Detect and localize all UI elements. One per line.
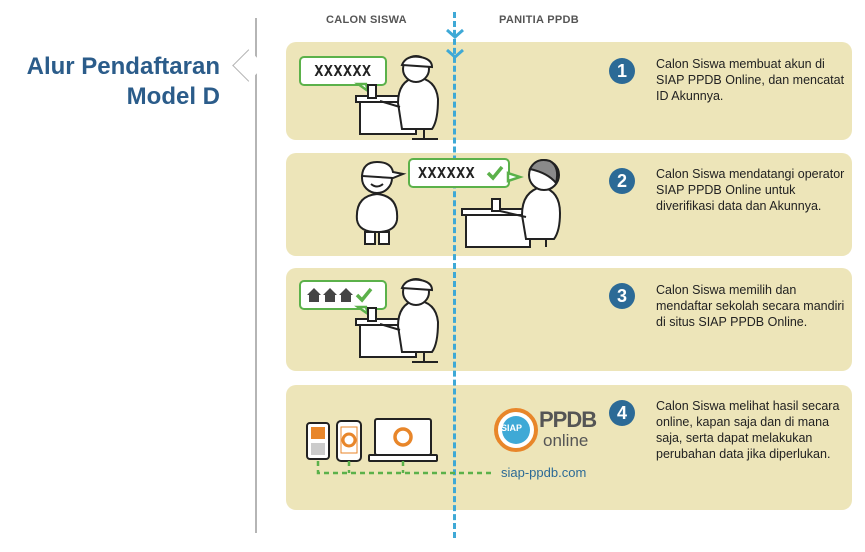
site-url: siap-ppdb.com — [501, 465, 587, 480]
dashed-separator — [453, 12, 456, 538]
schools-icon — [307, 287, 373, 303]
logo-brand: PPDB — [539, 407, 597, 432]
title-line-1: Alur Pendaftaran — [26, 53, 220, 80]
step-2-text: Calon Siswa mendatangi operator SIAP PPD… — [656, 167, 845, 213]
operator-at-desk-icon — [461, 159, 562, 248]
siap-badge-text: SIAP — [501, 423, 523, 433]
divider-chevron — [232, 49, 265, 82]
step-4-text: Calon Siswa melihat hasil secara online,… — [656, 399, 840, 461]
laptop-icon — [368, 418, 438, 462]
step-3-text: Calon Siswa memilih dan mendaftar sekola… — [656, 283, 845, 329]
step-3-number-badge: 3 — [609, 283, 635, 309]
divider-line — [255, 18, 257, 533]
column-header-calon-siswa: CALON SISWA — [326, 14, 407, 26]
smartphone-icon — [336, 420, 362, 462]
devices-icon — [306, 418, 495, 475]
step-1-number-badge: 1 — [609, 58, 635, 84]
step-1-text: Calon Siswa membuat akun di SIAP PPDB On… — [656, 57, 845, 103]
step-1-bubble: XXXXXX — [299, 56, 387, 86]
check-icon — [355, 287, 373, 303]
student-at-desk-icon — [354, 55, 440, 140]
logo-sub: online — [543, 431, 589, 450]
step-4-number-badge: 4 — [609, 400, 635, 426]
student-standing-icon — [355, 160, 407, 245]
check-icon — [486, 165, 504, 181]
step-1-bubble-text: XXXXXX — [314, 62, 372, 80]
student-at-desk-icon — [354, 278, 440, 363]
feature-phone-icon — [306, 422, 330, 460]
siap-ppdb-online-logo: SIAP PPDB online — [493, 405, 603, 460]
title-line-2: Model D — [126, 83, 220, 110]
column-header-panitia-ppdb: PANITIA PPDB — [499, 14, 579, 26]
step-3-bubble — [299, 280, 387, 310]
step-2-bubble-text: XXXXXX — [418, 164, 476, 182]
chevron-down-icon — [446, 28, 464, 59]
step-2-number-badge: 2 — [609, 168, 635, 194]
siap-badge-icon — [494, 408, 538, 452]
page-title: Alur Pendaftaran Model D — [27, 52, 220, 112]
